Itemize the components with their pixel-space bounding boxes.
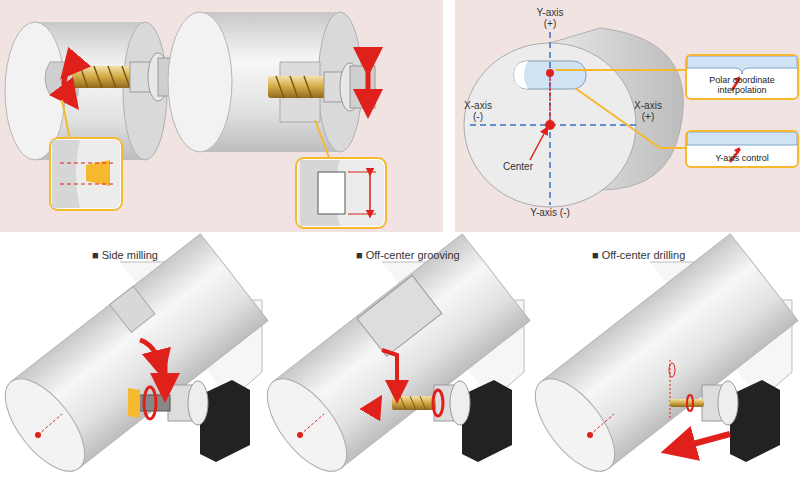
workpiece-face [514, 61, 528, 89]
drilling-scene [718, 381, 738, 425]
inset-box [348, 214, 376, 215]
grooving-scene [357, 275, 442, 356]
end-mill [72, 53, 180, 101]
inset-box [315, 120, 330, 160]
callout-text-area: Polar coordinate interpolation [687, 75, 797, 95]
inset-box [50, 138, 122, 210]
workpiece-cylinder [168, 12, 232, 152]
side-milling-scene [0, 234, 268, 482]
rotation-arrow [64, 68, 70, 98]
leader-line [556, 69, 686, 71]
inset-box [60, 184, 116, 185]
grooving-scene [400, 396, 426, 410]
section-title: ■ Off-center drilling [592, 250, 792, 261]
grooving-scene [253, 234, 530, 482]
inset-box [50, 100, 122, 210]
side-milling-scene [110, 286, 155, 332]
grooving-scene [450, 381, 470, 425]
grooving-scene [253, 366, 362, 482]
grooving-scene [253, 234, 530, 482]
axis-label: Y-axis (+) [530, 7, 570, 29]
side-milling-scene [38, 414, 62, 435]
end-mill [350, 66, 375, 108]
drilling-scene [521, 366, 630, 482]
drilling-scene [687, 395, 693, 411]
drilling-scene [670, 360, 671, 420]
axis-line [470, 32, 640, 205]
grooving-scene [370, 405, 376, 415]
drilling-scene [678, 434, 730, 448]
end-mill [324, 72, 342, 102]
axis-label: X-axis (-) [458, 100, 498, 122]
drilling-scene [730, 380, 780, 462]
inset-box [348, 172, 376, 173]
end-mill [276, 76, 312, 98]
panel-background [455, 0, 800, 232]
side-milling-scene [144, 387, 156, 419]
end-mill [72, 66, 134, 88]
grooving-scene [382, 350, 397, 392]
axis-label: Center [498, 161, 538, 172]
inset-box [298, 160, 384, 226]
end-mill [268, 76, 326, 98]
axis-line [549, 32, 551, 205]
side-milling-scene [0, 234, 268, 482]
callout-text: Polar coordinate interpolation [687, 75, 797, 95]
grooving-scene [392, 396, 436, 410]
drilling-scene [590, 414, 614, 435]
end-mill [268, 63, 375, 111]
inset-box [62, 100, 70, 140]
inset-box [296, 120, 386, 228]
inset-box [60, 163, 116, 164]
callout-band [687, 132, 797, 145]
offset-line [549, 73, 551, 125]
axis-label: Y-axis (-) [530, 207, 570, 218]
center-point [545, 120, 555, 130]
panel-background [0, 0, 443, 232]
leader-line [575, 88, 686, 148]
indicator-arrow [734, 147, 740, 154]
drilling-scene [521, 234, 798, 482]
leader-line [530, 130, 546, 160]
axis-label: X-axis (+) [628, 100, 668, 122]
side-milling-scene [200, 380, 250, 462]
callout-box: Polar coordinate interpolation [685, 54, 799, 100]
drilling-scene [669, 363, 675, 377]
grooving-scene [462, 380, 512, 462]
inset-box [318, 172, 345, 214]
side-milling-scene [135, 395, 170, 411]
end-mill [130, 62, 150, 92]
drilling-scene [521, 234, 798, 482]
callout-text: Y-axis control [687, 153, 797, 163]
inset-box [369, 172, 371, 214]
side-milling-scene [188, 381, 208, 425]
section-title: ■ Side milling [92, 250, 292, 261]
inset-box [52, 140, 80, 208]
end-mill [80, 66, 130, 88]
grooving-scene [300, 414, 324, 435]
inset-box [296, 158, 386, 228]
side-milling-scene [128, 388, 140, 418]
callout-text-area: Y-axis control [687, 153, 797, 163]
inset-box [86, 160, 110, 186]
feed-arrow [366, 62, 371, 104]
grooving-scene [433, 390, 443, 416]
callout-band [687, 56, 797, 74]
section-title: ■ Off-center grooving [356, 250, 556, 261]
inset-box [52, 140, 120, 208]
side-milling-scene [140, 340, 160, 365]
workpiece-face [464, 28, 683, 207]
callout-box: Y-axis control [685, 130, 799, 168]
tool-point [546, 69, 554, 77]
side-milling-scene [0, 366, 99, 482]
side-milling-scene [163, 350, 168, 388]
workpiece-cylinder [168, 12, 362, 152]
